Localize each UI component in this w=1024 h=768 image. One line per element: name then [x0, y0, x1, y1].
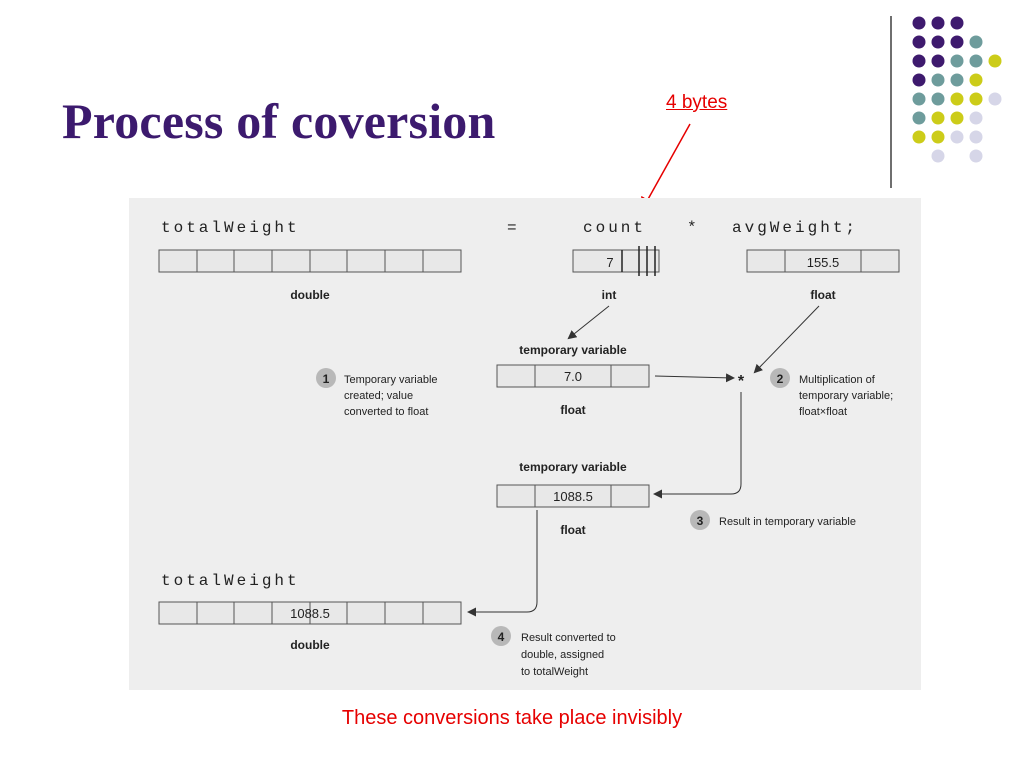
temp-value-1: 7.0 [564, 369, 582, 384]
arrow-temp1-to-multiply [654, 373, 735, 383]
step-2-line-2: temporary variable; [799, 390, 893, 402]
conversion-diagram: totalWeight = count * avgWeight; double … [129, 198, 921, 690]
annotation-arrow [640, 123, 691, 213]
step-3-number: 3 [697, 514, 704, 528]
step-4-number: 4 [498, 630, 505, 644]
step-1-badge [316, 368, 336, 388]
step-2-number: 2 [777, 372, 784, 386]
arrow-float-to-multiply [753, 305, 820, 374]
arrow-multiply-to-temp2 [653, 392, 742, 499]
step-1-number: 1 [323, 372, 330, 386]
step-1-line-2: created; value [344, 390, 413, 402]
type-label-double-top: double [290, 288, 330, 302]
memory-box-double-top [158, 249, 462, 273]
statement-operand-count: count [583, 219, 646, 237]
memory-box-int [572, 246, 660, 276]
step-2-annotation: 2 Multiplication of temporary variable; … [770, 368, 893, 418]
type-label-float-temp1: float [560, 403, 585, 417]
temp-var-label-2: temporary variable [519, 460, 627, 474]
step-2-badge [770, 368, 790, 388]
type-label-double-bottom: double [290, 638, 330, 652]
memory-box-float-top [746, 249, 900, 273]
arrow-temp2-to-result [467, 510, 538, 617]
memory-box-temp-1 [496, 364, 650, 388]
step-2-line-3: float×float [799, 406, 847, 418]
step-4-line-1: Result converted to [521, 632, 616, 644]
slide-title: Process of coversion [62, 93, 496, 149]
step-1-line-3: converted to float [344, 406, 428, 418]
decorative-vertical-line [890, 16, 892, 188]
type-label-float-temp2: float [560, 523, 585, 537]
step-4-badge [491, 626, 511, 646]
step-3-line-1: Result in temporary variable [719, 516, 856, 528]
step-3-annotation: 3 Result in temporary variable [690, 510, 856, 530]
result-value: 1088.5 [290, 606, 330, 621]
temp-var-label-1: temporary variable [519, 343, 627, 357]
step-1-line-1: Temporary variable [344, 374, 438, 386]
result-target: totalWeight [161, 572, 300, 590]
statement-operator: * [687, 219, 700, 237]
statement-operand-avg: avgWeight; [732, 219, 858, 237]
step-2-line-1: Multiplication of [799, 374, 876, 386]
memory-box-temp-2 [496, 484, 650, 508]
step-4-line-3: to totalWeight [521, 666, 588, 678]
step-1-annotation: 1 Temporary variable created; value conv… [316, 368, 438, 418]
step-4-annotation: 4 Result converted to double, assigned t… [491, 626, 616, 678]
temp-value-2: 1088.5 [553, 489, 593, 504]
bytes-annotation: 4 bytes [666, 92, 728, 113]
step-3-badge [690, 510, 710, 530]
type-label-float-top: float [810, 288, 835, 302]
arrow-int-to-temp [567, 305, 610, 340]
count-value: 7 [606, 255, 613, 270]
footer-note: These conversions take place invisibly [341, 707, 683, 729]
decorative-dot-grid [912, 16, 1002, 163]
statement-equals: = [507, 219, 520, 237]
avg-weight-value: 155.5 [807, 255, 840, 270]
statement-target: totalWeight [161, 219, 300, 237]
type-label-int: int [602, 288, 617, 302]
multiply-sign: * [738, 373, 745, 390]
step-4-line-2: double, assigned [521, 649, 604, 661]
memory-box-double-bottom [158, 601, 462, 625]
